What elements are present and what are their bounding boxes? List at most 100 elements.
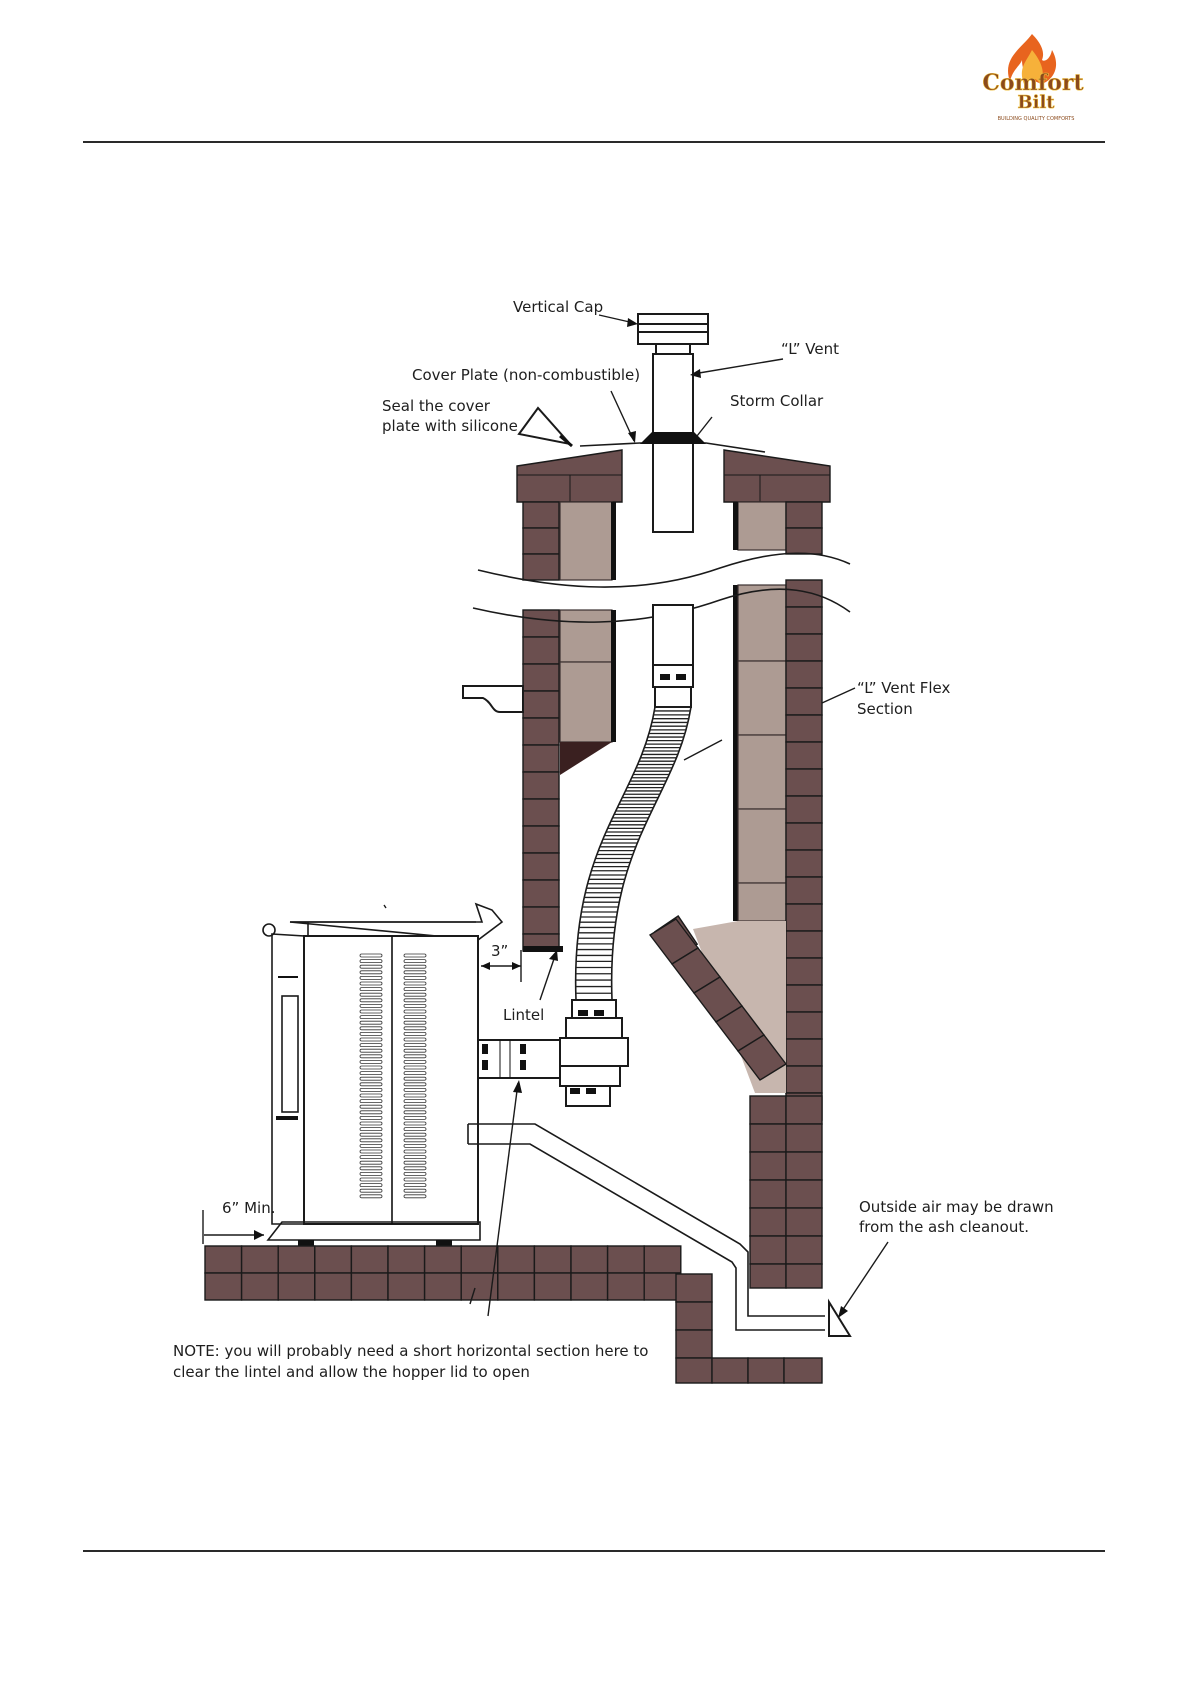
stove-louvre [359, 1166, 383, 1171]
stove-louvre [359, 981, 383, 986]
stove-louvre [403, 1166, 427, 1171]
stove-louvre [359, 1020, 383, 1025]
floor-brick [204, 1272, 243, 1301]
floor-brick [570, 1272, 609, 1301]
label-lintel: Lintel [503, 1006, 544, 1024]
stove-louvre [359, 1071, 383, 1075]
note-line1: NOTE: you will probably need a short hor… [173, 1342, 648, 1360]
silicone-tube-icon [517, 406, 573, 446]
stove-louvre [359, 964, 383, 969]
label-vertical-cap: Vertical Cap [513, 298, 603, 316]
stove-louvre [403, 1037, 427, 1042]
stove-louvre [403, 1183, 427, 1187]
stove-louvre [403, 1054, 427, 1059]
stove-louvre [359, 1065, 383, 1070]
stove-louvre [403, 964, 427, 969]
stove-louvre [359, 992, 383, 997]
logo-word-bilt: Bilt [1017, 92, 1055, 113]
stove-louvre [403, 1032, 427, 1036]
stove-louvre [403, 998, 427, 1003]
break-line-upper [477, 552, 851, 588]
stove-louvre [403, 987, 427, 991]
stove-louvre [359, 1015, 383, 1019]
floor-brick [350, 1272, 389, 1301]
stove-louvre [359, 1155, 383, 1159]
stove-louvre [403, 1004, 427, 1008]
stove-louvre [359, 970, 383, 975]
stove-louvre [359, 1082, 383, 1087]
floor-brick [350, 1245, 389, 1274]
floor-brick [497, 1272, 536, 1301]
floor-brick [277, 1245, 316, 1274]
stove-louvre [403, 1177, 427, 1182]
stove-louvre [403, 1082, 427, 1087]
header-rule [83, 141, 1105, 143]
right-chimney-wall [648, 449, 831, 1289]
floor-brick [314, 1245, 353, 1274]
floor-brick [606, 1245, 645, 1274]
stove-louvre [359, 1194, 383, 1199]
stove-louvre [403, 1020, 427, 1025]
stove-louvre [359, 1132, 383, 1137]
stove-louvre [403, 1088, 427, 1092]
floor-brick [497, 1245, 536, 1274]
outside-air-pipe [467, 1123, 825, 1331]
stove-louvre [403, 981, 427, 986]
note-line2: clear the lintel and allow the hopper li… [173, 1363, 530, 1381]
hearth-floor [204, 1245, 823, 1384]
stove-louvre [359, 1116, 383, 1120]
stove-louvre [359, 998, 383, 1003]
vent-tee [477, 999, 629, 1107]
left-chimney-wall [462, 449, 623, 952]
floor-brick [423, 1245, 462, 1274]
stove-louvre [403, 1194, 427, 1199]
stove-louvre [403, 1127, 427, 1131]
stove-louvre [403, 1104, 427, 1109]
ash-cleanout-cap [828, 1298, 852, 1337]
stove-louvre [359, 1127, 383, 1131]
stove-louvre [359, 1009, 383, 1014]
stove-louvre [403, 1071, 427, 1075]
stove-louvre [403, 1121, 427, 1126]
floor-brick [204, 1245, 243, 1274]
stove-louvre [403, 970, 427, 975]
floor-brick [460, 1245, 499, 1274]
label-outside-air-line1: Outside air may be drawn [859, 1198, 1054, 1216]
stove-louvre [359, 1121, 383, 1126]
vertical-cap [637, 313, 709, 355]
footer-rule [83, 1550, 1105, 1552]
stove-louvre [403, 1009, 427, 1014]
stove-louvre [359, 1183, 383, 1187]
stove-louvre [403, 1015, 427, 1019]
door-handle-icon [262, 923, 276, 937]
stove-louvre [359, 987, 383, 991]
stove-louvre [359, 953, 383, 958]
stove-louvre [359, 1172, 383, 1176]
floor-brick [423, 1272, 462, 1301]
stove-louvre [359, 1032, 383, 1036]
lintel [523, 946, 563, 952]
floor-brick [240, 1272, 279, 1301]
logo-word-comfort: Comfort [982, 70, 1084, 96]
stove-louvre [403, 1093, 427, 1098]
stove-louvre [359, 1177, 383, 1182]
stove-louvre [359, 1149, 383, 1154]
floor-brick [314, 1272, 353, 1301]
stove-louvre [359, 1093, 383, 1098]
label-seal-line2: plate with silicone [382, 417, 518, 435]
stove-louvre [403, 1099, 427, 1103]
stove-louvre [359, 1160, 383, 1165]
label-seal-line1: Seal the cover [382, 397, 491, 415]
stove-louvre [403, 992, 427, 997]
stove-louvre [359, 1060, 383, 1064]
floor-brick [533, 1272, 572, 1301]
comfort-bilt-logo: Comfort Bilt BUILDING QUALITY COMFORTS [982, 34, 1085, 122]
stove-louvre [359, 1043, 383, 1047]
mantel-shelf [462, 685, 524, 713]
stove-louvre [403, 1138, 427, 1143]
stove-louvre [403, 1065, 427, 1070]
stove-louvre [403, 959, 427, 963]
break-line-lower [472, 588, 851, 623]
stove-louvre [403, 953, 427, 958]
